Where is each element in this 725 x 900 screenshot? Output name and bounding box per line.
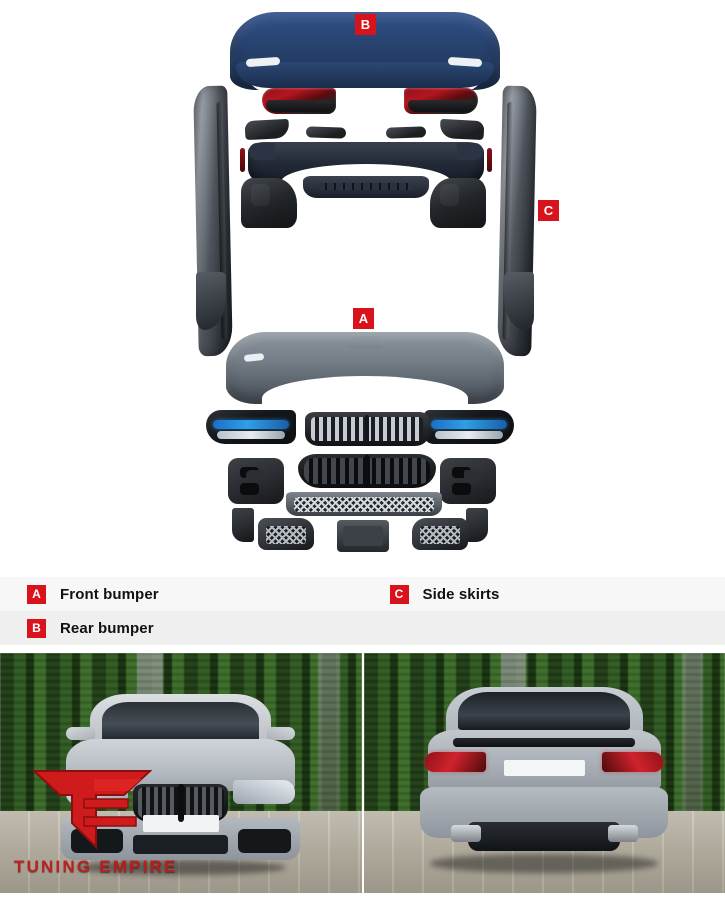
legend-label-front-bumper: Front bumper: [60, 585, 159, 603]
car-rear-taillight-left: [425, 752, 487, 773]
car-rear-license-plate: [503, 759, 585, 776]
legend-item-front-bumper: A Front bumper: [0, 577, 363, 611]
legend-row: B Rear bumper: [0, 611, 725, 645]
car-front-windshield: [102, 702, 260, 743]
part-fog-light-mesh-left: [258, 518, 314, 550]
part-rear-diffuser: [303, 176, 429, 198]
air-duct-left-opening-bottom: [240, 482, 260, 495]
car-rear-window: [458, 692, 631, 731]
upper-grille-divider: [364, 414, 370, 443]
car-rear-body: [418, 686, 671, 873]
parts-diagram: B C A: [0, 0, 725, 568]
front-view-photo: TUNING EMPIRE: [0, 653, 362, 893]
main-grille-divider: [363, 455, 371, 487]
legend-item-empty: [363, 611, 725, 645]
car-front-air-intake-left: [70, 828, 124, 853]
legend-row: A Front bumper C Side skirts: [0, 577, 725, 611]
air-duct-right-opening-bottom: [452, 482, 472, 495]
car-rear-exhaust-left: [450, 825, 481, 842]
car-front-grille-divider: [177, 783, 184, 822]
part-front-bracket-left: [232, 508, 254, 542]
car-front-headlight-left: [66, 780, 129, 805]
car-rear-taillight-right: [602, 752, 664, 773]
part-rear-bracket-4: [439, 118, 485, 141]
part-front-bumper-hump: [348, 336, 382, 348]
part-headlight-left: [206, 410, 296, 444]
car-front-air-intake-right: [238, 828, 291, 853]
diagram-marker-b: B: [355, 14, 376, 35]
car-front-mirror-right: [266, 726, 296, 741]
part-front-bracket-right: [466, 508, 488, 542]
part-headlight-right: [424, 410, 514, 444]
car-rear-shadow: [430, 854, 659, 873]
part-rear-reflector-left: [240, 148, 245, 172]
car-front-body: [61, 693, 301, 876]
legend-label-side-skirts: Side skirts: [422, 585, 500, 603]
part-taillight-left: [262, 88, 336, 114]
diagram-marker-a: A: [353, 308, 374, 329]
part-rear-bracket-2: [305, 126, 347, 139]
part-rear-bumper-lip: [236, 62, 494, 88]
car-rear-diffuser: [468, 821, 621, 851]
car-rear-exhaust-right: [607, 825, 638, 842]
car-front-shadow: [75, 859, 286, 876]
part-rear-valance-tab-left: [249, 143, 275, 160]
part-fog-light-mesh-right: [412, 518, 468, 550]
air-duct-right-opening-top: [452, 467, 472, 479]
part-rear-bracket-1: [244, 118, 290, 141]
legend-item-rear-bumper: B Rear bumper: [0, 611, 363, 645]
headlight-right-lens: [434, 431, 504, 439]
headlight-left-lens: [216, 431, 286, 439]
legend-badge-b: B: [27, 618, 46, 638]
legend: A Front bumper C Side skirts B Rear bump…: [0, 568, 725, 653]
legend-badge-c: C: [389, 584, 409, 604]
car-rear-spoiler: [453, 737, 636, 747]
taillight-left-dark-section: [266, 99, 332, 113]
headlight-right-blue-accent: [431, 420, 507, 430]
part-rear-wheel-liner-right: [430, 178, 486, 228]
taillight-right-dark-section: [408, 99, 474, 113]
part-rear-bracket-3: [385, 126, 427, 139]
photo-gallery: TUNING EMPIRE: [0, 653, 725, 893]
car-front-mirror-left: [66, 726, 95, 741]
part-rear-wheel-liner-left: [241, 178, 297, 228]
part-main-kidney-grille: [298, 454, 436, 488]
hedge-gap-2: [681, 653, 704, 817]
headlight-left-blue-accent: [213, 420, 289, 430]
car-front-license-plate: [142, 814, 219, 833]
part-rear-valance-tab-right: [457, 143, 483, 160]
hedge-gap-2: [318, 653, 340, 817]
diagram-marker-c: C: [538, 200, 559, 221]
car-front-headlight-right: [233, 780, 296, 805]
part-upper-kidney-grille: [305, 412, 429, 446]
rear-view-photo: [363, 653, 725, 893]
part-front-clip-right: [464, 470, 480, 482]
part-front-bumper: [226, 332, 504, 408]
legend-item-side-skirts: C Side skirts: [363, 577, 725, 611]
legend-badge-a: A: [27, 584, 46, 604]
part-lower-mesh-grille: [286, 492, 442, 516]
car-front-center-duct: [133, 835, 229, 855]
legend-label-rear-bumper: Rear bumper: [60, 619, 154, 637]
part-front-clip-left: [246, 470, 262, 482]
part-rear-reflector-right: [487, 148, 492, 172]
part-license-plate-holder: [337, 520, 389, 552]
part-taillight-right: [404, 88, 478, 114]
